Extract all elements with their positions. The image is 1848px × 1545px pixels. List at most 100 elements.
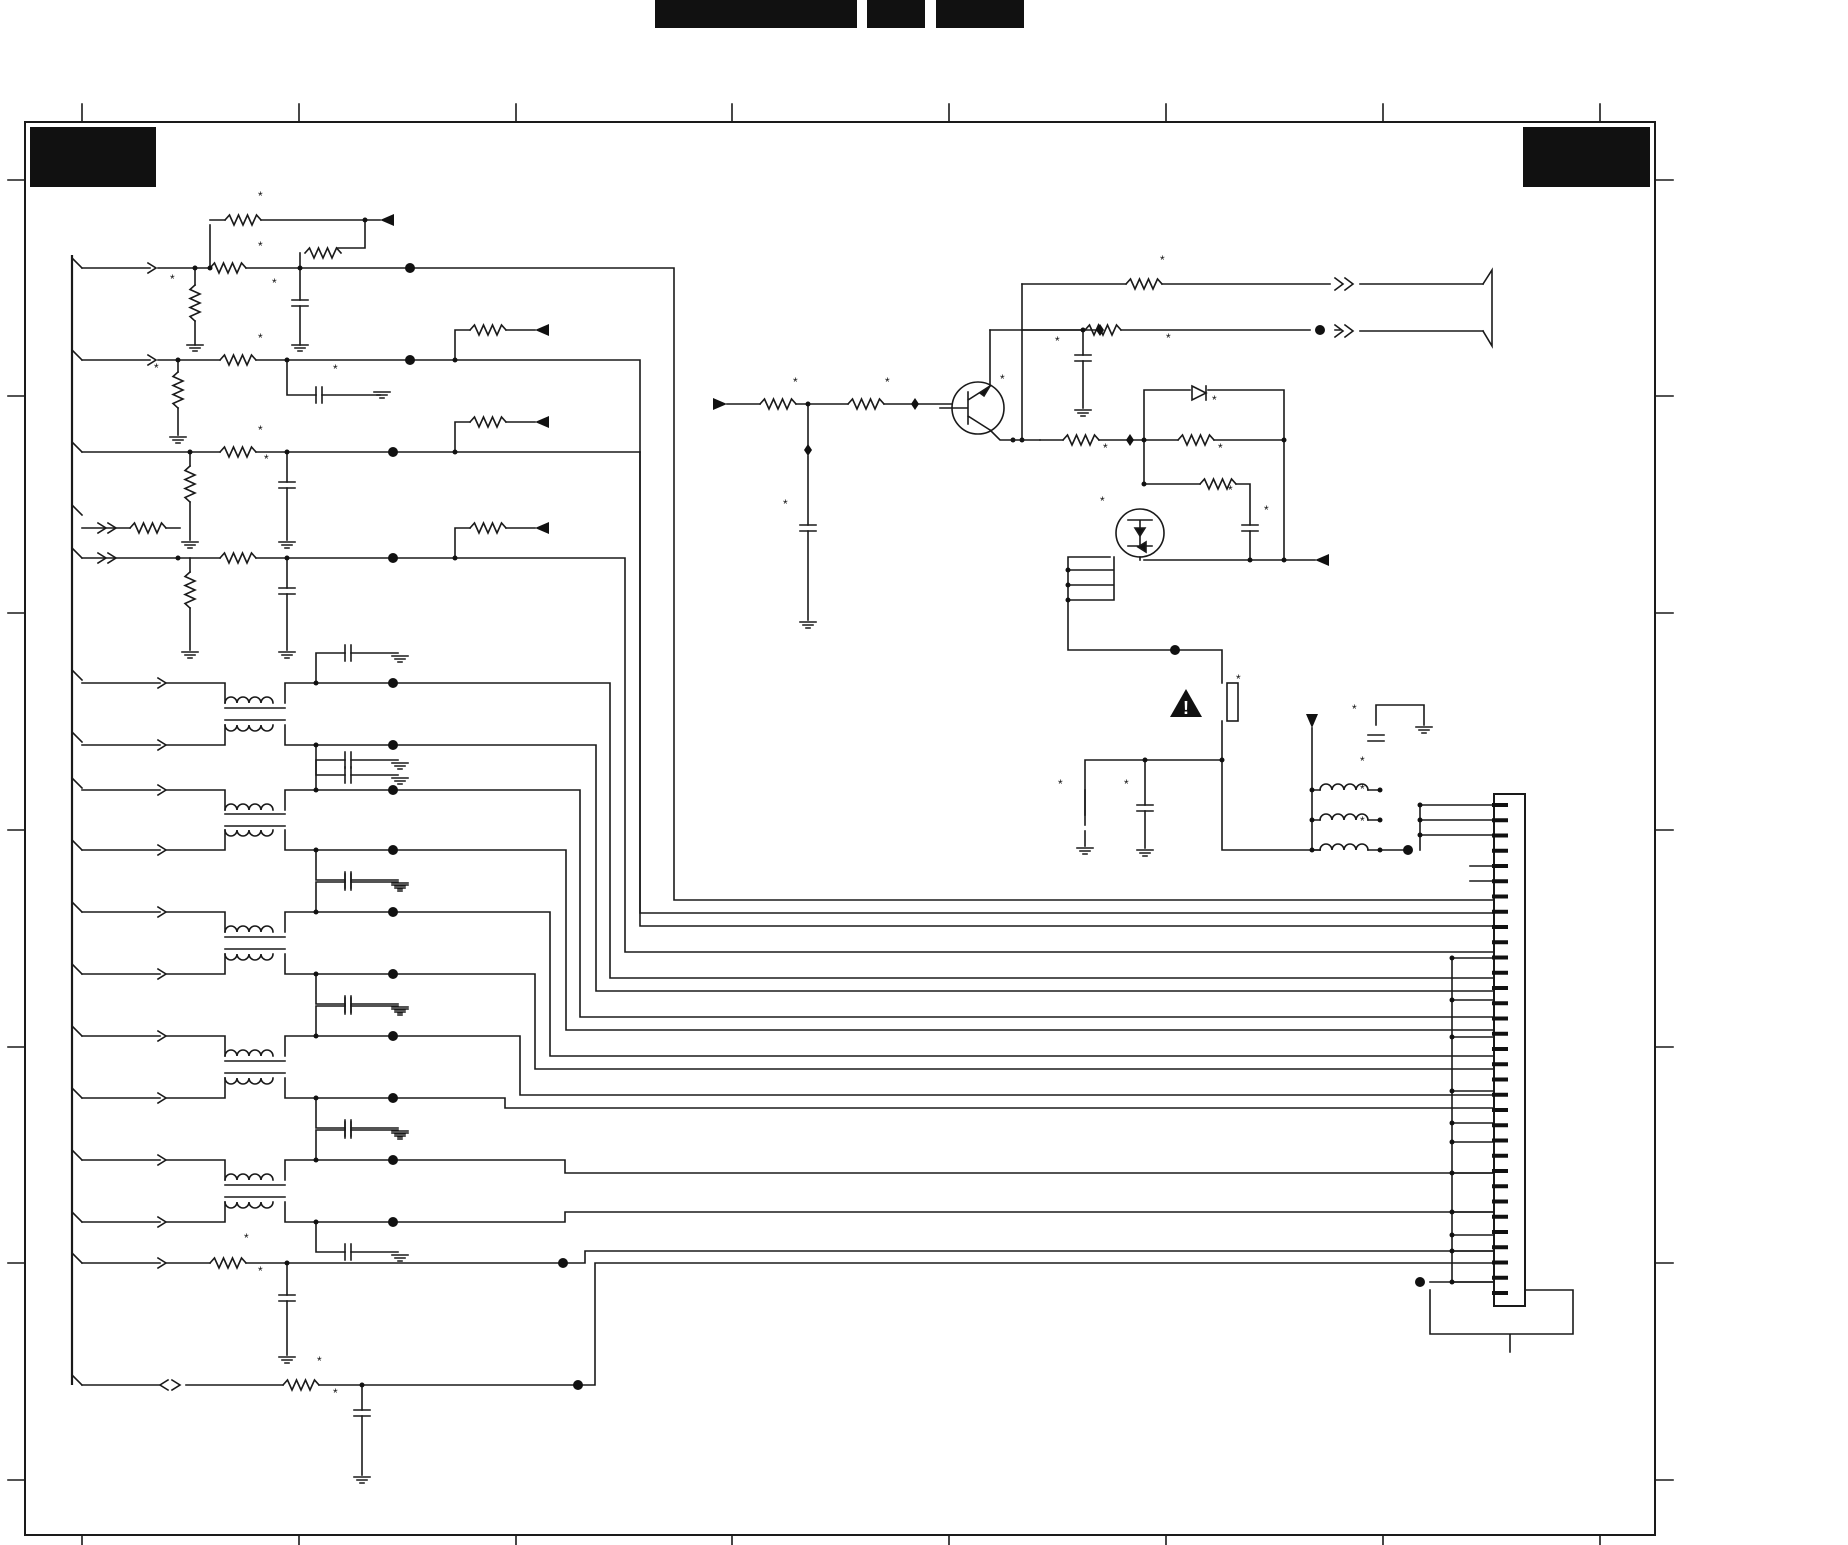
junction-dot	[1403, 845, 1413, 855]
wire	[224, 813, 286, 827]
connector-pin	[1492, 970, 1508, 975]
capacitor	[344, 1119, 352, 1137]
junction-dot	[405, 263, 415, 273]
footnote-mark: *	[1058, 777, 1063, 791]
wire	[1084, 649, 1223, 816]
footnote-mark: *	[1055, 334, 1060, 348]
resistor	[218, 445, 258, 459]
ground-symbol	[391, 1130, 409, 1138]
resistor	[468, 521, 508, 535]
inductor	[224, 1201, 274, 1209]
bus-entry	[70, 1210, 84, 1224]
junction-dot	[388, 678, 398, 688]
junction-dot	[1141, 481, 1147, 487]
connector-pin	[1492, 1214, 1508, 1219]
connector-pin	[1492, 1169, 1508, 1173]
terminal-arrows	[380, 214, 1329, 728]
capacitor	[291, 299, 309, 307]
junction-dot	[1377, 817, 1383, 823]
footnote-mark: *	[1228, 483, 1233, 497]
junction-dot	[1309, 847, 1315, 853]
junction-dot	[405, 355, 415, 365]
fuse-symbol	[1226, 682, 1239, 722]
bus-entry	[70, 962, 84, 976]
wire	[286, 359, 381, 396]
opto-switch-symbol	[1115, 508, 1165, 558]
junction-dot	[284, 555, 290, 561]
junction-dot	[284, 1260, 290, 1266]
capacitor	[344, 1243, 352, 1261]
connector-pin	[1492, 1291, 1508, 1295]
capacitor	[799, 524, 817, 532]
capacitor	[278, 1294, 296, 1302]
wire	[315, 1097, 1495, 1109]
resistor	[1083, 323, 1123, 337]
wire	[165, 1201, 399, 1253]
ground-symbol	[391, 882, 409, 890]
footnote-mark: *	[272, 276, 277, 290]
junction-dot	[388, 1155, 398, 1165]
junction-dot	[313, 971, 319, 977]
footnote-mark: *	[885, 375, 890, 389]
junction-dot	[805, 401, 811, 407]
connector-pin	[1492, 1016, 1508, 1021]
wire	[224, 1184, 286, 1198]
inductor	[224, 803, 274, 811]
ground-symbol	[169, 436, 187, 444]
ground-symbol	[278, 1356, 296, 1364]
terminal-arrow	[535, 522, 549, 534]
test-point	[1126, 434, 1134, 446]
connector-pin	[1492, 1230, 1508, 1234]
resistor	[281, 1378, 321, 1392]
wire	[224, 707, 286, 721]
arrow-mark	[146, 353, 158, 367]
connector-pin	[1492, 1031, 1508, 1036]
wire	[165, 652, 399, 704]
wire	[165, 953, 399, 1005]
inductor	[224, 925, 274, 933]
wire	[1143, 439, 1251, 561]
footnote-mark: *	[258, 423, 263, 437]
footnote-mark: *	[154, 361, 159, 375]
bus-entry	[70, 1148, 84, 1162]
resistor	[468, 323, 508, 337]
junction-dot	[313, 1033, 319, 1039]
routing-wires	[315, 283, 1495, 1283]
resistor	[846, 397, 886, 411]
connector-pin	[1492, 1153, 1508, 1158]
capacitor	[344, 873, 352, 891]
footnote-mark: *	[333, 1386, 338, 1400]
junction-dot	[388, 447, 398, 457]
test-point	[1096, 324, 1104, 336]
footnote-mark: *	[793, 375, 798, 389]
wire	[315, 849, 1495, 1031]
footnote-mark: *	[1124, 777, 1129, 791]
ground-symbol	[181, 541, 199, 549]
connector-pin	[1492, 879, 1508, 884]
wire	[224, 936, 286, 950]
test-point	[804, 444, 812, 456]
capacitor	[1241, 524, 1259, 532]
junction-dot	[192, 265, 198, 271]
junction-dot	[388, 845, 398, 855]
junction-dot	[175, 357, 181, 363]
ground-symbol	[1074, 409, 1092, 417]
junction-dot	[1449, 1248, 1455, 1254]
connector-pin	[1492, 1260, 1508, 1265]
title-block-1	[655, 0, 857, 28]
ground-symbol	[1076, 847, 1094, 855]
resistor	[183, 464, 197, 504]
warning-icon: !	[1170, 689, 1202, 718]
grounds	[169, 344, 1433, 1484]
input-lines	[81, 219, 1495, 1476]
inductor	[224, 1077, 274, 1085]
junction-dot	[1449, 1139, 1455, 1145]
junction-dot	[362, 217, 368, 223]
inductor	[224, 1173, 274, 1181]
ground-symbol	[391, 884, 409, 892]
resistor	[1061, 433, 1101, 447]
capacitor	[1136, 804, 1154, 812]
corner-tag-right	[1523, 127, 1650, 187]
connector-block	[1492, 793, 1526, 1307]
junction-dot	[175, 555, 181, 561]
